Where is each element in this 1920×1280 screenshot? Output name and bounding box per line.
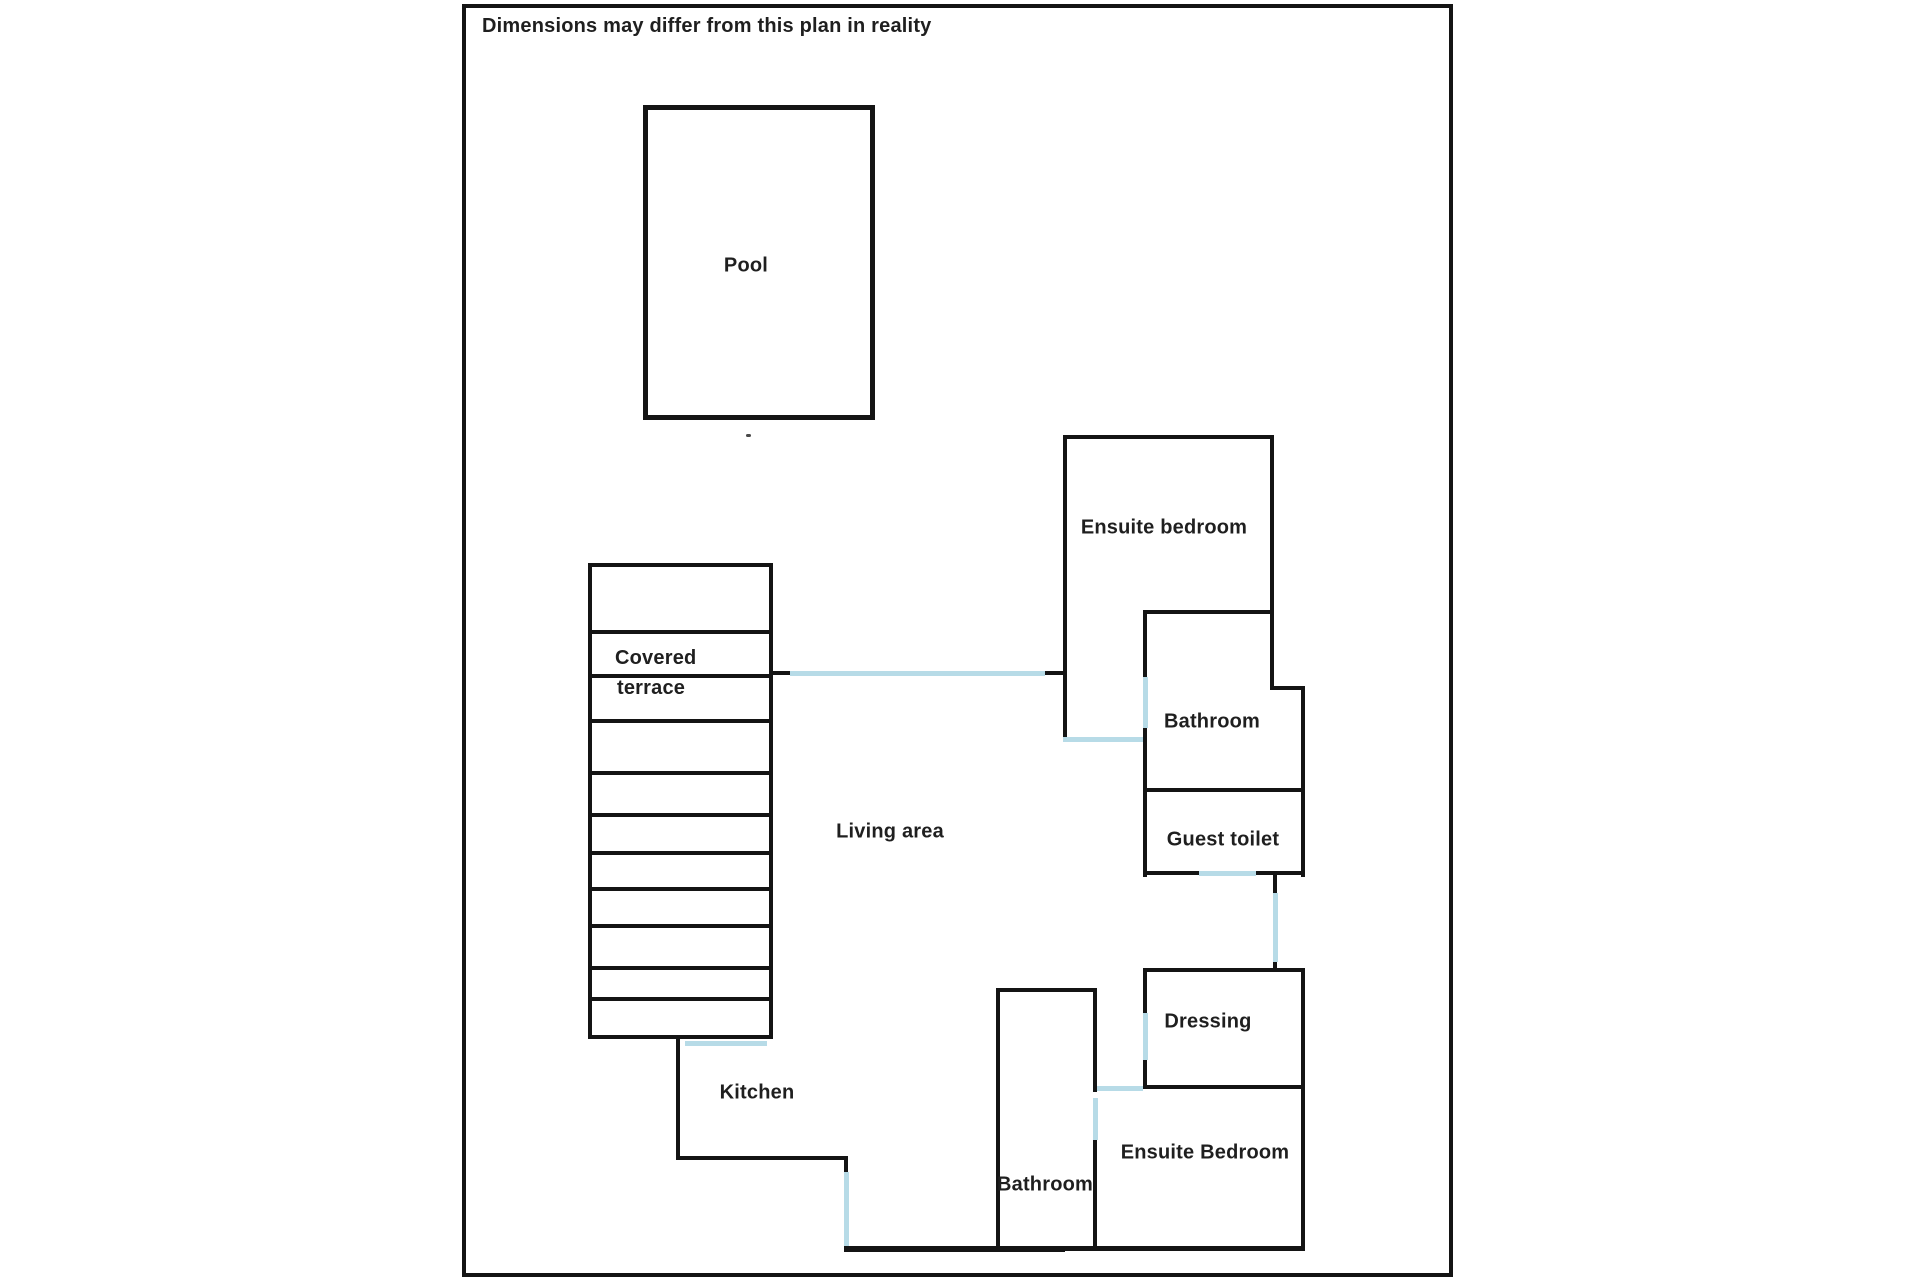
door-bedroom1 [1063,737,1145,742]
bedroom1-label: Ensuite bedroom [1080,516,1248,539]
door-kitchen-terrace [685,1041,767,1046]
bathroom2-label: Bathroom [996,1173,1094,1196]
door-guest-toilet [1199,871,1256,876]
bathroom1-wall-left-lower [1143,728,1147,877]
bathroom2-wall-left [996,988,1000,1250]
dressing-wall-top [1143,968,1305,972]
terrace-slat [592,630,769,634]
hall-opening [844,1172,849,1246]
guest-toilet-wall-bottom-left [1143,871,1199,875]
bathroom1-wall-right [1301,686,1305,877]
dressing-wall-bottom [1143,1085,1305,1089]
kitchen-wall-bottom [676,1156,848,1160]
disclaimer-text: Dimensions may differ from this plan in … [482,15,932,37]
terrace-label-line2: terrace [617,677,686,699]
terrace-slat [592,997,769,1001]
bathroom2-wall-right-lower [1093,1140,1097,1250]
terrace-slat [592,924,769,928]
door-bathroom1 [1143,677,1148,728]
bedroom1-wall-right [1270,435,1274,690]
pool-label: Pool [723,254,769,277]
right-wall [1301,968,1305,1250]
door-bathroom2 [1093,1098,1098,1140]
terrace-slat [592,719,769,723]
living-area-label: Living area [836,820,944,843]
door-dressing [1143,1013,1148,1060]
bathroom1-wall-left-upper [1143,610,1147,677]
corridor-stub-top [1273,871,1277,893]
hall-stub [844,1156,848,1172]
guest-toilet-wall-bottom-right [1256,871,1305,875]
bedroom2-label: Ensuite Bedroom [1120,1141,1290,1164]
bathroom1-label: Bathroom [1163,710,1261,733]
bottom-wall-thick [844,1246,1065,1252]
terrace-slat [592,887,769,891]
kitchen-label: Kitchen [719,1081,795,1104]
kitchen-wall-left [676,1035,680,1160]
dressing-label: Dressing [1164,1010,1252,1033]
bathroom2-wall-right-upper [1093,988,1097,1092]
corridor-stub-bottom [1273,962,1277,972]
bathroom1-wall-step [1270,686,1305,690]
terrace-slat [592,851,769,855]
wall-stub [1045,671,1065,675]
bottom-wall [1065,1246,1305,1251]
door-hall [1095,1086,1143,1091]
wall-stub [773,671,790,675]
bedroom1-wall-top [1063,435,1274,439]
pool-outline [643,105,875,420]
stray-mark [746,434,751,437]
terrace-slat [592,813,769,817]
terrace-label-line1: Covered [615,647,697,669]
terrace-slat [592,771,769,775]
bedroom1-wall-left [1063,435,1067,740]
bathroom2-wall-top [996,988,1097,992]
terrace-slat [592,966,769,970]
dressing-wall-left-lower [1143,1060,1147,1089]
terrace-outline [588,563,773,1039]
dressing-wall-left-upper [1143,968,1147,1013]
guest-toilet-wall-top [1143,788,1305,792]
door-terrace-living [790,671,1045,676]
terrace-slat [592,674,769,678]
guest-toilet-label: Guest toilet [1166,828,1280,851]
bathroom1-wall-top [1145,610,1272,614]
corridor-opening [1273,893,1278,962]
